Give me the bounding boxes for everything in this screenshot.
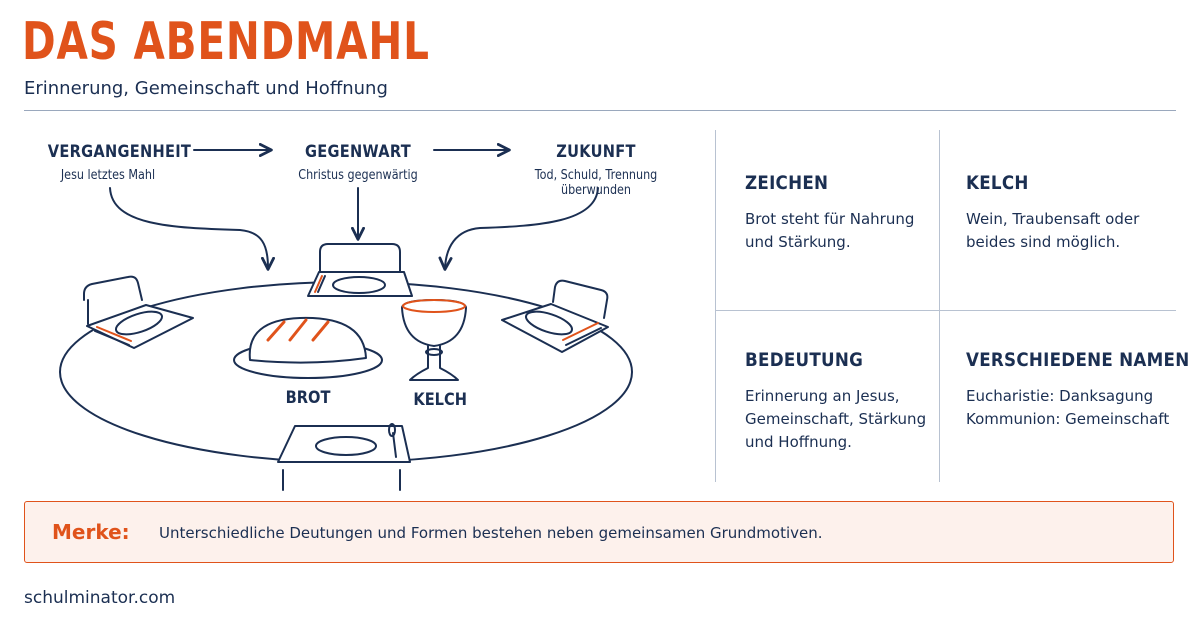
table-illustration xyxy=(59,143,633,491)
timeline-past-heading: VERGANGENHEIT xyxy=(47,142,192,162)
info-card-text: Erinnerung an Jesus, Gemeinschaft, Stärk… xyxy=(745,387,927,451)
chair-icon xyxy=(83,275,143,325)
page-subtitle: Erinnerung, Gemeinschaft und Hoffnung xyxy=(24,78,388,99)
info-card-namen: VERSCHIEDENE NAMEN Eucharistie: Danksagu… xyxy=(966,349,1190,431)
info-card-heading: KELCH xyxy=(966,172,1029,194)
place-setting-icon xyxy=(501,303,609,353)
info-card-text: Wein, Traubensaft oder beides sind mögli… xyxy=(966,210,1140,251)
place-setting-icon xyxy=(86,304,194,349)
grid-divider xyxy=(715,130,716,482)
footer-source: schulminator.com xyxy=(24,588,176,608)
info-card-text: Brot steht für Nahrung und Stärkung. xyxy=(745,210,915,251)
chalice-icon xyxy=(401,299,467,381)
info-card-heading: VERSCHIEDENE NAMEN xyxy=(966,349,1190,371)
info-card-heading: BEDEUTUNG xyxy=(745,349,864,371)
info-card-text: Eucharistie: Danksagung Kommunion: Gemei… xyxy=(966,385,1176,431)
info-card-kelch: KELCH Wein, Traubensaft oder beides sind… xyxy=(966,172,1166,254)
name-line-eucharistie: Eucharistie: Danksagung xyxy=(966,387,1154,405)
chalice-label: KELCH xyxy=(413,390,467,410)
header-divider xyxy=(24,110,1176,111)
bread-label: BROT xyxy=(285,388,331,408)
timeline-present-text: Christus gegenwärtig xyxy=(298,168,418,183)
note-label: Merke: xyxy=(52,520,130,544)
page-title: DAS ABENDMAHL xyxy=(22,12,430,72)
info-card-zeichen: ZEICHEN Brot steht für Nahrung und Stärk… xyxy=(745,172,945,254)
curved-arrow-icon xyxy=(109,187,275,271)
info-card-bedeutung: BEDEUTUNG Erinnerung an Jesus, Gemeinsch… xyxy=(745,349,945,454)
grid-divider xyxy=(939,130,940,482)
timeline-future: ZUKUNFT Tod, Schuld, Trennung überwunden xyxy=(488,142,704,198)
timeline-past-text: Jesu letztes Mahl xyxy=(60,168,156,183)
curved-arrow-icon xyxy=(438,187,599,271)
note-text: Unterschiedliche Deutungen und Formen be… xyxy=(159,524,823,542)
chair-icon xyxy=(277,425,411,491)
timeline-present-heading: GEGENWART xyxy=(305,142,411,162)
chair-icon xyxy=(319,243,401,273)
grid-divider xyxy=(715,310,1176,311)
info-card-heading: ZEICHEN xyxy=(745,172,829,194)
timeline-future-text: Tod, Schuld, Trennung überwunden xyxy=(534,168,658,198)
timeline-present: GEGENWART Christus gegenwärtig xyxy=(278,142,438,183)
timeline-past: VERGANGENHEIT Jesu letztes Mahl xyxy=(38,142,192,183)
name-line-kommunion: Kommunion: Gemeinschaft xyxy=(966,410,1170,428)
note-box: Merke: Unterschiedliche Deutungen und Fo… xyxy=(24,501,1174,563)
place-setting-icon xyxy=(307,271,413,297)
bread-icon xyxy=(233,316,383,379)
timeline-future-heading: ZUKUNFT xyxy=(556,142,636,162)
chair-icon xyxy=(552,279,609,319)
place-setting-icon xyxy=(315,423,397,458)
